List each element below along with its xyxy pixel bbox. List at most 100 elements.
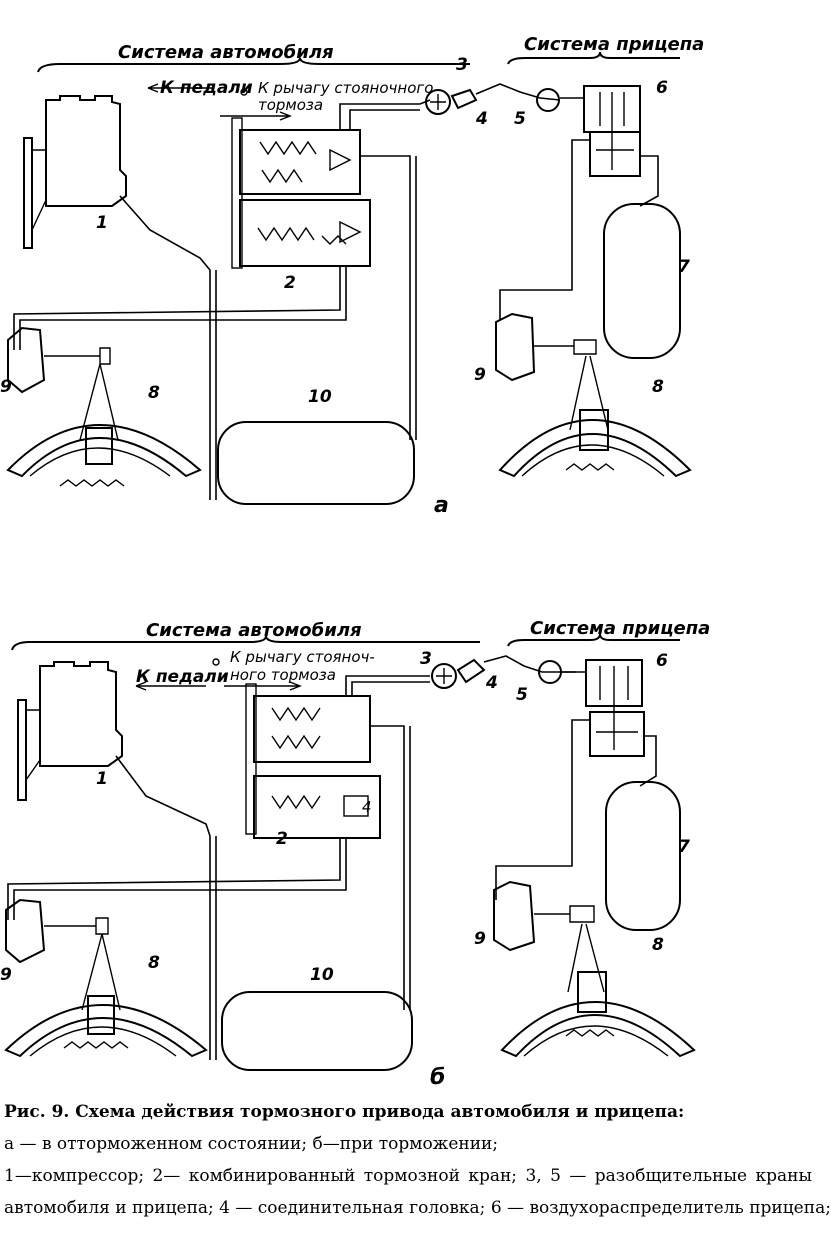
brake-drum-trailer-icon-b <box>500 923 696 1058</box>
caption-word: тормозной <box>363 1166 460 1186</box>
label-10: 10 <box>308 387 332 407</box>
trailer-air-tank-icon-b <box>605 781 681 931</box>
caption-word: 3, <box>525 1166 542 1186</box>
caption-line-1: а — в отторможенном состоянии; б—при тор… <box>4 1134 499 1154</box>
label-5: 5 <box>514 109 526 129</box>
diagram-letter-b: б <box>430 1065 445 1090</box>
compressor-icon-b <box>17 661 123 801</box>
brake-diagram-a: Система автомобиля Система прицепа К пед… <box>0 34 704 518</box>
label-9-car-b: 9 <box>0 965 12 985</box>
caption-word: 2— <box>152 1166 181 1186</box>
caption-word: комбинированный <box>188 1166 356 1186</box>
label-1: 1 <box>96 213 108 233</box>
arrow-to-parking-b <box>224 681 302 691</box>
brake-drum-car-icon <box>6 363 202 487</box>
car-air-tank-icon <box>217 421 415 505</box>
label-system-trailer-b: Система прицепа <box>530 618 710 639</box>
label-9-car: 9 <box>0 377 12 397</box>
label-4-b: 4 <box>485 673 498 693</box>
air-distributor-icon <box>583 85 641 177</box>
brake-diagram-b: Система автомобиля Система прицепа К пед… <box>0 618 710 1090</box>
pipe-valve-chamber-b-2 <box>13 838 347 920</box>
pipe-valve-chamber-2 <box>19 266 347 350</box>
diagram-letter-a: а <box>434 493 449 518</box>
brake-drum-car-icon-b <box>4 933 208 1058</box>
compressor-icon <box>23 95 127 249</box>
uncoupling-valve-icon <box>425 89 451 115</box>
pipe-valve-chamber <box>13 266 341 350</box>
label-system-car: Система автомобиля <box>118 42 334 63</box>
label-3-b: 3 <box>420 649 432 669</box>
label-7-b: 7 <box>678 837 690 857</box>
pipe-distributor-tank-b <box>639 735 657 787</box>
label-system-trailer: Система прицепа <box>524 34 704 55</box>
label-8-trailer-b: 8 <box>652 935 664 955</box>
arrow-to-pedal <box>147 83 212 93</box>
pipe-valve-chamber-b <box>7 838 341 920</box>
label-8-trailer: 8 <box>652 377 664 397</box>
pipe-valve-to-coupling-b <box>345 675 430 696</box>
label-8-car: 8 <box>148 383 160 403</box>
pipe-valve-to-coupling-b-2 <box>351 681 430 696</box>
pipe-valve-tank-b <box>370 725 405 1010</box>
label-parking-lever-1: К рычагу стояночного <box>258 79 433 97</box>
label-4: 4 <box>475 109 488 129</box>
arrow-to-parking <box>220 111 292 121</box>
label-6: 6 <box>656 78 668 98</box>
arrow-to-pedal-b <box>135 681 206 691</box>
label-7: 7 <box>678 257 690 277</box>
label-9-trailer: 9 <box>474 365 486 385</box>
caption-word: — <box>569 1166 587 1186</box>
label-1-b: 1 <box>96 769 108 789</box>
label-parking-lever-2-b: ного тормоза <box>230 666 336 684</box>
brake-valve-icon-b <box>245 683 381 839</box>
brake-drum-trailer-icon <box>498 355 692 478</box>
label-parking-lever-1-b: К рычагу стояноч- <box>230 648 375 666</box>
trailer-uncoupling-valve-icon <box>536 88 560 112</box>
label-6-b: 6 <box>656 651 668 671</box>
pipe-distributor-tank <box>639 155 659 207</box>
brake-chamber-car-icon <box>7 326 111 394</box>
caption-word: 1—компрессор; <box>4 1166 145 1186</box>
trailer-air-tank-icon <box>603 203 681 359</box>
pipe-valve-to-coupling <box>339 99 431 130</box>
hose-trailer-b <box>483 655 576 673</box>
label-parking-lever-2: тормоза <box>258 96 323 114</box>
label-8-car-b: 8 <box>148 953 160 973</box>
label-2-b: 2 <box>276 829 288 849</box>
brake-chamber-car-icon-b <box>5 898 109 964</box>
pivot-point-b <box>212 658 220 666</box>
uncoupling-valve-cross-b <box>436 668 452 684</box>
label-10-b: 10 <box>310 965 334 985</box>
pipe-distributor-chamber-b <box>495 719 590 900</box>
bracket-system-trailer-b <box>507 633 680 647</box>
caption-word: кран; <box>468 1166 518 1186</box>
caption-line-2: 1—компрессор; 2— комбинированный тормозн… <box>4 1160 812 1192</box>
figure-caption: Рис. 9. Схема действия тормозного привод… <box>4 1096 831 1224</box>
brake-chamber-trailer-icon-b <box>493 880 595 952</box>
uncoupling-valve-cross <box>430 94 446 110</box>
pipe-valve-tank <box>360 155 411 440</box>
pipe-valve-to-coupling-2 <box>349 109 420 130</box>
label-2: 2 <box>284 273 296 293</box>
brake-valve-icon <box>231 117 371 269</box>
caption-word: краны <box>755 1166 812 1186</box>
label-5-b: 5 <box>516 685 528 705</box>
caption-title: Рис. 9. Схема действия тормозного привод… <box>4 1102 685 1122</box>
caption-line-3: автомобиля и прицепа; 4 — соединительная… <box>4 1198 831 1218</box>
uncoupling-valve-icon-b <box>431 663 457 689</box>
brake-chamber-trailer-icon <box>495 312 597 382</box>
pipe-compressor-tank <box>119 195 211 500</box>
coupling-head-icon-b <box>456 658 486 684</box>
caption-word: 5 <box>550 1166 561 1186</box>
car-air-tank-icon-b <box>221 991 413 1071</box>
caption-word: разобщительные <box>594 1166 748 1186</box>
bracket-system-car-b <box>11 635 480 651</box>
label-to-pedal-b: К педали <box>136 667 229 687</box>
label-system-car-b: Система автомобиля <box>146 620 362 641</box>
coupling-head-icon <box>450 88 478 110</box>
pipe-distributor-chamber <box>499 139 590 320</box>
valve-inner-mark: 4 <box>362 798 372 816</box>
pipe-compressor-tank-b <box>115 755 211 1060</box>
pivot-point <box>240 88 248 96</box>
